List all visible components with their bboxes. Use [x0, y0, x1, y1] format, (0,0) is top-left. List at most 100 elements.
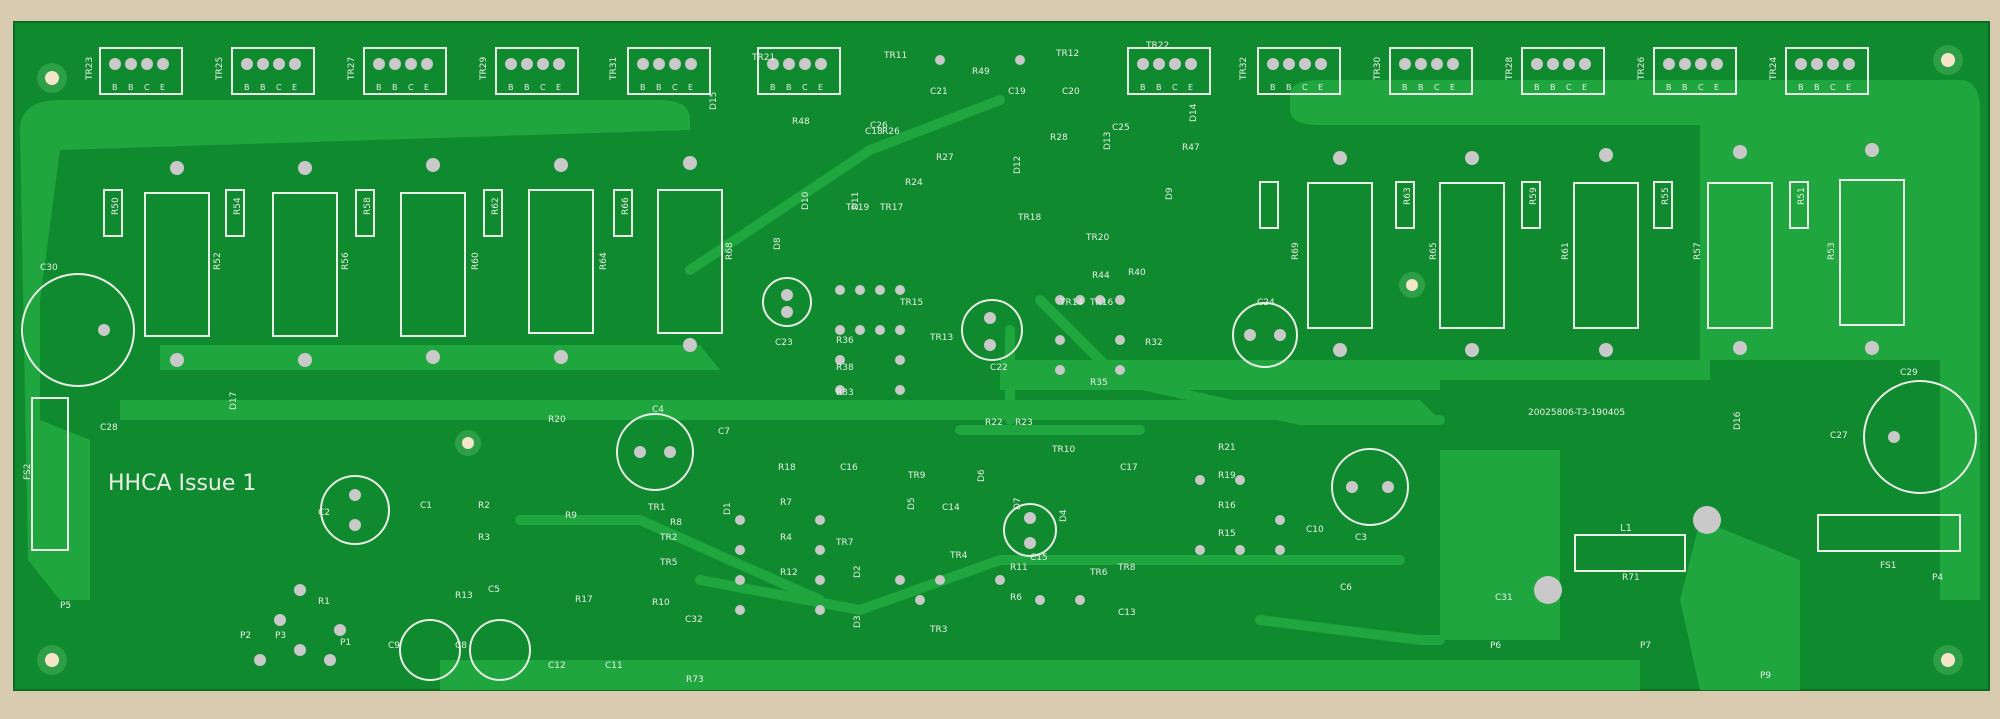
mounting-holes	[37, 45, 1963, 675]
transistor-label: TR12	[1055, 49, 1079, 59]
diode-label: D1	[723, 502, 733, 515]
resistor-label: R73	[686, 675, 704, 685]
pin-letter: C	[144, 83, 150, 92]
pin-letter: B	[656, 83, 662, 92]
cap-pads	[98, 289, 1900, 549]
resistor-label: R44	[1092, 271, 1110, 281]
pin-letter: C	[1302, 83, 1308, 92]
fuse-label: FS2	[23, 464, 33, 480]
diode-label: D14	[1189, 103, 1199, 122]
transistor-label: TR6	[1089, 568, 1108, 578]
pin-letter: E	[1582, 83, 1587, 92]
resistor-label: R32	[1145, 338, 1163, 348]
transistor-label: TR16	[1089, 298, 1113, 308]
capacitor-label: C1	[420, 501, 432, 511]
capacitor-label: C18	[865, 127, 883, 137]
resistor-label: R49	[972, 67, 990, 77]
resistor-label: R52	[213, 252, 223, 270]
transistor-label: TR26	[1637, 57, 1647, 81]
resistor-label: R24	[905, 178, 923, 188]
transistor-label: TR5	[659, 558, 677, 568]
board-title: HHCA Issue 1	[108, 471, 256, 496]
resistor-label: R3	[478, 533, 490, 543]
pin-letter: C	[802, 83, 808, 92]
diode-label: D13	[1103, 132, 1113, 150]
pin-letter: B	[1534, 83, 1540, 92]
capacitor-label: C11	[605, 661, 623, 671]
transistor-label: TR1	[647, 503, 665, 513]
resistor-label: R36	[836, 336, 854, 346]
capacitor-label: C21	[930, 87, 948, 97]
resistor-label: R54	[233, 197, 243, 215]
pin-letter: B	[128, 83, 134, 92]
diode-label: D16	[1733, 411, 1743, 430]
resistor-label: R13	[455, 591, 473, 601]
transistor-label: TR2	[659, 533, 677, 543]
capacitor-label: C3	[1355, 533, 1367, 543]
pin-letter: B	[1798, 83, 1804, 92]
resistor-label: R17	[575, 595, 593, 605]
diode-label: D7	[1013, 497, 1023, 510]
pin-letter: E	[1846, 83, 1851, 92]
resistor-label: R1	[318, 597, 330, 607]
capacitor-label: C23	[775, 338, 793, 348]
resistor-label: R65	[1429, 242, 1439, 260]
pin-letter: E	[818, 83, 823, 92]
resistor-label: R20	[548, 415, 566, 425]
diode-label: D11	[851, 192, 861, 210]
transistor-label: TR29	[479, 57, 489, 81]
inductor-l1	[1534, 506, 1721, 604]
transistor-label: TR17	[879, 203, 903, 213]
pin-letter: E	[688, 83, 693, 92]
transistor-label: TR20	[1085, 233, 1109, 243]
capacitor-label: C27	[1830, 431, 1848, 441]
resistor-label: R18	[778, 463, 796, 473]
capacitor-label: C20	[1062, 87, 1080, 97]
resistor-label: R59	[1529, 187, 1539, 205]
resistor-label: R22	[985, 418, 1003, 428]
connector-label: P5	[60, 601, 71, 611]
resistor-label: R28	[1050, 133, 1068, 143]
resistor-label: R56	[341, 252, 351, 270]
pin-letter: B	[1286, 83, 1292, 92]
transistor-label: TR3	[929, 625, 947, 635]
pin-letter: E	[1450, 83, 1455, 92]
capacitor-label: C29	[1900, 368, 1918, 378]
diode-label: D4	[1059, 509, 1069, 522]
pin-letter: E	[424, 83, 429, 92]
resistor-label: R21	[1218, 443, 1236, 453]
capacitor-label: C9	[388, 641, 400, 651]
transistor-label: TR15	[899, 298, 923, 308]
transistor-row	[99, 47, 1869, 95]
connector-label: P6	[1490, 641, 1501, 651]
pin-letter: B	[392, 83, 398, 92]
pin-letter: B	[508, 83, 514, 92]
pin-letter: B	[524, 83, 530, 92]
transistor-label: TR19	[845, 203, 869, 213]
resistor-label: R10	[652, 598, 670, 608]
resistor-label: R38	[836, 363, 854, 373]
resistor-label: R51	[1797, 187, 1807, 205]
transistor-label: TR7	[835, 538, 853, 548]
capacitor-label: C31	[1495, 593, 1513, 603]
resistor-label: R62	[491, 197, 501, 215]
diode-label: D17	[229, 392, 239, 410]
capacitor-label: C15	[1030, 553, 1048, 563]
capacitor-label: C30	[40, 263, 58, 273]
transistor-label: TR31	[609, 57, 619, 81]
transistor-label: TR27	[347, 57, 357, 81]
resistor-label: R48	[792, 117, 810, 127]
pin-letter: B	[260, 83, 266, 92]
pin-letter: B	[1402, 83, 1408, 92]
resistor-label: R69	[1291, 242, 1301, 260]
diode-label: D2	[853, 565, 863, 578]
fuse-outlines	[31, 397, 1961, 552]
capacitor-label: C26	[870, 121, 888, 131]
capacitor-label: C32	[685, 615, 703, 625]
diode-label: D6	[977, 469, 987, 482]
capacitor-label: C28	[100, 423, 118, 433]
resistor-label: R7	[780, 498, 792, 508]
transistor-label: TR9	[907, 471, 926, 481]
pin-letter: E	[556, 83, 561, 92]
